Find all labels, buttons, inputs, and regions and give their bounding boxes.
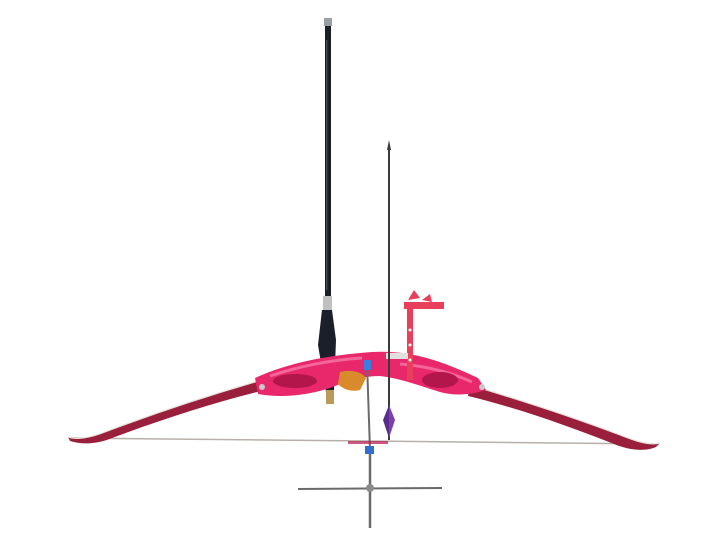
- lower-limb: [468, 385, 660, 450]
- bow-riser: [255, 351, 486, 396]
- upper-limb: [68, 380, 265, 444]
- stabilizer-icon: [318, 18, 336, 404]
- arrow-icon: [383, 140, 395, 440]
- bow-stand: [297, 448, 443, 528]
- nocking-point: [348, 441, 388, 444]
- sight-icon: [386, 290, 444, 380]
- clicker: [364, 360, 374, 454]
- bow-grip: [338, 370, 366, 391]
